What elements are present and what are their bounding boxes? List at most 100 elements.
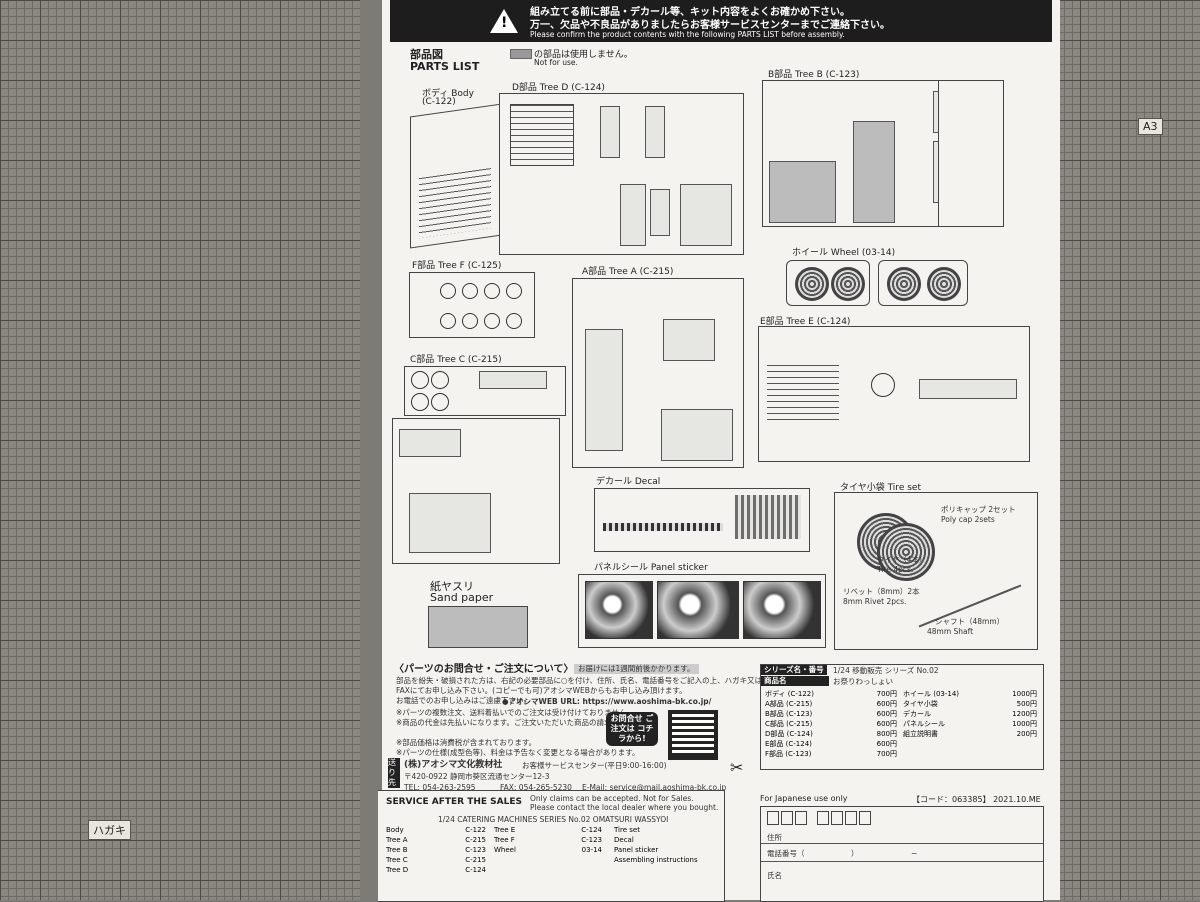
tire-label-ja: タイヤ（4本） <box>877 555 927 564</box>
price-item: タイヤ小袋 <box>903 700 938 708</box>
mat-label-a3: A3 <box>1138 118 1163 135</box>
series-value: 1/24 移動販売 シリーズ No.02 <box>833 666 939 675</box>
tree-d-label: D部品 Tree D (C-124) <box>512 83 605 93</box>
inquiry-title: 〈パーツのお問合せ・ご注文について〉 <box>394 664 574 675</box>
price-value: 600円 <box>876 740 897 748</box>
qr-code[interactable] <box>668 710 718 760</box>
inquiry-body-2: FAXにてお申し込み下さい。(コピーでも可)アオシマWEBからもお申し込み頂けま… <box>396 686 687 695</box>
price-value: 700円 <box>876 690 897 698</box>
address-stamp: 送り先 <box>388 758 400 788</box>
warning-line-1: 組み立てる前に部品・デカール等、キット内容をよくお確かめ下さい。 <box>530 7 850 18</box>
tireset-label: タイヤ小袋 Tire set <box>840 483 921 493</box>
series-label: シリーズ名・番号 <box>761 665 827 675</box>
tree-d-drawing <box>499 93 744 255</box>
company-tel: TEL: 054-263-2595 <box>404 783 476 792</box>
tree-c-top-drawing <box>404 366 566 416</box>
service-item-name: Tree F <box>494 836 515 844</box>
scissors-icon: ✂ <box>730 758 744 777</box>
wheel-label: ホイール Wheel (03-14) <box>792 248 896 258</box>
sandpaper-label-ja: 紙ヤスリ <box>430 580 474 593</box>
tree-c-label: C部品 Tree C (C-215) <box>410 355 502 365</box>
wheel-tree-1 <box>786 260 870 306</box>
parts-list-title-ja: 部品図 <box>410 48 443 61</box>
service-item-name: Tree C <box>386 856 408 864</box>
price-item: 組立説明書 <box>903 730 938 738</box>
postal-code-boxes[interactable] <box>767 811 871 825</box>
price-value: 1000円 <box>1012 720 1037 728</box>
price-row: E部品 (C-124) 600円 <box>765 739 897 749</box>
service-item-name: Tree E <box>494 826 516 834</box>
price-item: A部品 (C-215) <box>765 700 813 708</box>
decal-label: デカール Decal <box>596 477 661 487</box>
price-item: F部品 (C-123) <box>765 750 812 758</box>
price-value: 700円 <box>876 750 897 758</box>
note-2: ※商品の代金は先払いになります。ご注文いただいた商品の請求明細 <box>396 718 627 727</box>
price-item: ボディ (C-122) <box>765 690 814 698</box>
price-row: ボディ (C-122) 700円 <box>765 689 897 699</box>
japan-use-title: For Japanese use only <box>760 794 848 803</box>
order-form: 住所 電話番号（ ） − 氏名 <box>760 806 1044 902</box>
tire-label-en: Tire 4pcs. <box>877 565 914 574</box>
price-value: 800円 <box>876 730 897 738</box>
service-item-name: Tree A <box>386 836 408 844</box>
price-row: C部品 (C-215)600円 <box>765 719 897 729</box>
service-series: 1/24 CATERING MACHINES SERIES No.02 OMAT… <box>438 815 669 824</box>
company-name: (株)アオシマ文化教材社 <box>404 760 503 770</box>
service-item-code: C-123 <box>465 846 486 854</box>
body-code: (C-122) <box>422 97 456 107</box>
tree-b-side-drawing <box>938 80 1004 227</box>
instruction-sheet: ! 組み立てる前に部品・デカール等、キット内容をよくお確かめ下さい。 万一、欠品… <box>378 0 1060 902</box>
inquiry-body-3: お電話でのお申し込みはご遠慮下さい。 <box>396 696 531 705</box>
tree-f-drawing <box>409 272 535 338</box>
product-code: 【コード：063385】 2021.10.ME <box>912 795 1041 804</box>
tireset-box: ポリキャップ 2セット Poly cap 2sets タイヤ（4本） Tire … <box>834 492 1038 650</box>
service-title: SERVICE AFTER THE SALES <box>386 797 522 807</box>
phone-label: 電話番号（ <box>767 849 805 858</box>
tree-e-label: E部品 Tree E (C-124) <box>760 317 851 327</box>
price-row: A部品 (C-215)600円 <box>765 699 897 709</box>
shaft-label-en: 48mm Shaft <box>927 627 974 636</box>
service-row: Decal <box>614 835 720 845</box>
service-item: Assembling instructions <box>614 856 698 864</box>
not-used-label-ja: の部品は使用しません。 <box>534 50 633 60</box>
tree-a-drawing <box>572 278 744 468</box>
web-url[interactable]: ●アオシマWEB URL: https://www.aoshima-bk.co.… <box>502 697 712 706</box>
shaft-label-ja: シャフト（48mm） <box>935 617 1005 626</box>
price-value: 500円 <box>1016 700 1037 708</box>
price-row: タイヤ小袋 500円 <box>903 699 1037 709</box>
warning-line-2: 万一、欠品や不良品がありましたらお客様サービスセンターまでご連絡下さい。 <box>530 20 890 31</box>
price-value: 600円 <box>876 720 897 728</box>
price-item: E部品 (C-124) <box>765 740 812 748</box>
parts-list-title-en: PARTS LIST <box>410 60 480 73</box>
not-used-label-en: Not for use. <box>534 58 578 67</box>
tree-c-bottom-drawing <box>392 418 560 564</box>
phone-dash: − <box>911 849 918 858</box>
company-address: 〒420-0922 静岡市葵区流通センター12-3 <box>404 772 550 781</box>
service-row: Tree B C-123 <box>386 845 486 855</box>
service-item-name: Wheel <box>494 846 516 854</box>
note-1: ※パーツの複数注文、送料着払いでのご注文は受け付けておりません。 <box>396 708 634 717</box>
address-label: 住所 <box>767 833 782 842</box>
service-item-name: Tree B <box>386 846 408 854</box>
price-item: B部品 (C-123) <box>765 710 813 718</box>
price-row: ホイール (03-14)1000円 <box>903 689 1037 699</box>
service-center: お客様サービスセンター(平日9:00-16:00) <box>522 761 667 770</box>
body-part-drawing <box>410 103 502 249</box>
service-row: Assembling instructions <box>614 855 720 865</box>
service-item: Decal <box>614 836 634 844</box>
price-table: シリーズ名・番号 1/24 移動販売 シリーズ No.02 商品名 お祭りわっし… <box>760 664 1044 770</box>
service-row: Tire set <box>614 825 720 835</box>
not-used-swatch <box>510 49 532 59</box>
name-label: 氏名 <box>767 871 782 880</box>
mat-label-hagaki: ハガキ <box>88 820 131 840</box>
